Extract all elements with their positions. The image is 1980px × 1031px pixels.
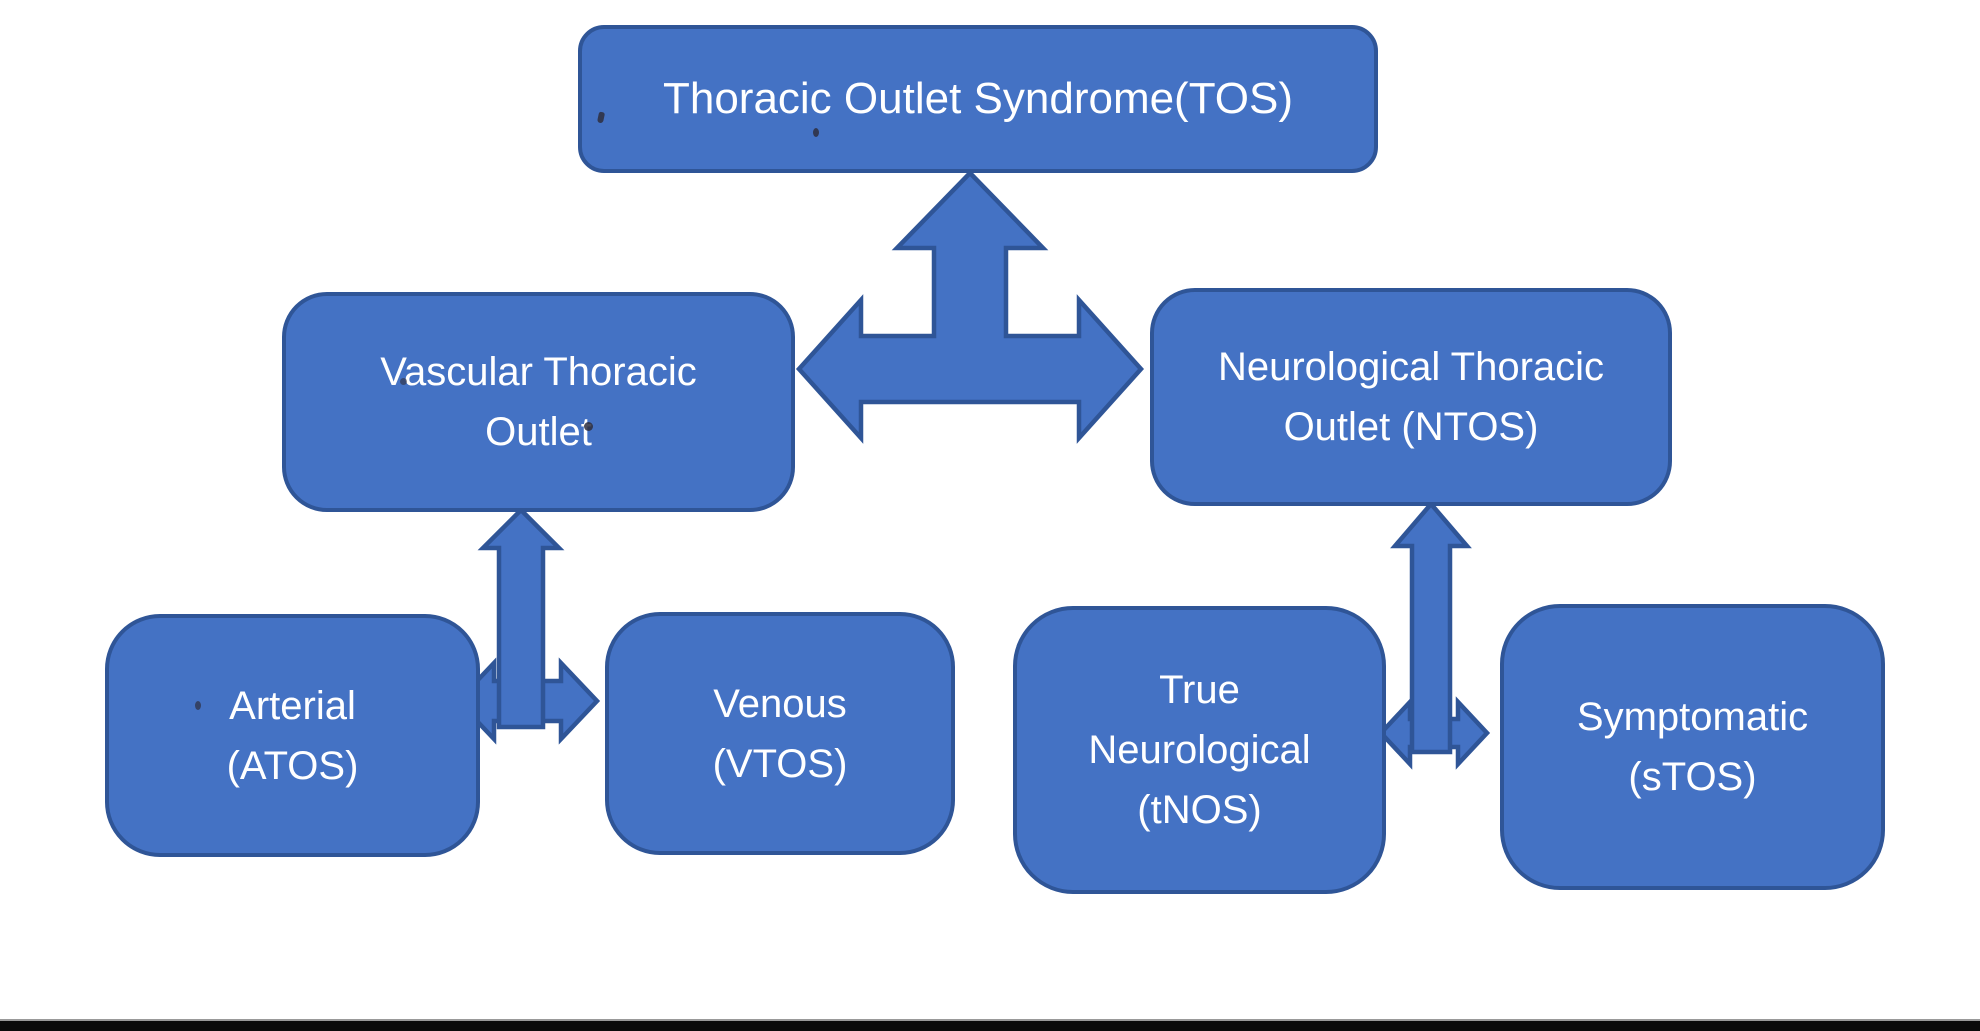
tos-branch-three-way-arrow [795,169,1145,444]
node-vascular-thoracic-outlet: Vascular Thoracic Outlet [282,292,795,512]
scan-artifact-speck [400,378,407,385]
node-neurological-thoracic-outlet: Neurological Thoracic Outlet (NTOS) [1150,288,1672,506]
node-label: Neurological Thoracic Outlet (NTOS) [1217,345,1605,449]
node-label: True Neurological (tNOS) [1088,668,1311,832]
node-label: Symptomatic (sTOS) [1576,695,1809,799]
node-label: Venous (VTOS) [712,681,848,786]
node-venous-vtos: Venous (VTOS) [605,612,955,855]
ntos-subtypes-double-arrow [1377,696,1491,770]
bottom-black-bar [0,1019,1980,1031]
ntos-down-arrow [1390,500,1472,755]
node-symptomatic-stos: Symptomatic (sTOS) [1500,604,1885,890]
node-thoracic-outlet-syndrome: Thoracic Outlet Syndrome(TOS) [578,25,1378,173]
node-label: Vascular Thoracic Outlet [380,350,697,454]
node-label: Arterial (ATOS) [226,683,359,788]
vascular-down-arrow [477,506,565,730]
scan-artifact-speck [813,128,819,137]
scan-artifact-speck [584,422,593,431]
node-label: Thoracic Outlet Syndrome(TOS) [662,74,1294,123]
node-arterial-atos: Arterial (ATOS) [105,614,480,857]
scan-artifact-speck [195,701,201,710]
node-true-neurological-tnos: True Neurological (tNOS) [1013,606,1386,894]
